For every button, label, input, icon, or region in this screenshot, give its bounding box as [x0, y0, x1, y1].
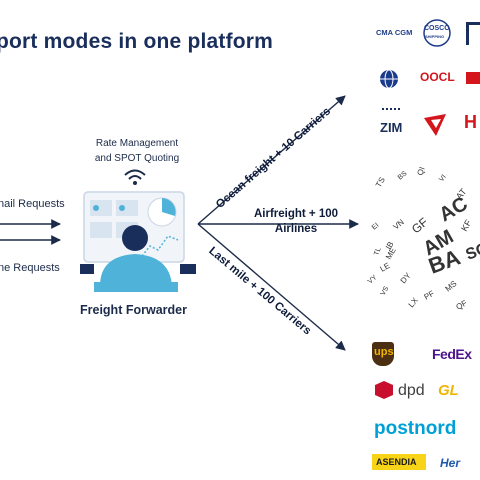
airline-code: TS [374, 176, 387, 189]
ups-shield-icon [372, 342, 394, 366]
zim-dots [382, 108, 400, 116]
airline-code: PF [423, 289, 436, 302]
fedex-logo: FedEx [432, 346, 472, 362]
airline-code: LE [379, 261, 392, 274]
hermes-logo: Her [440, 456, 461, 470]
hmm-logo: H [464, 112, 477, 132]
oocl-logo: OOCL [420, 70, 455, 84]
red-chevron-carrier-logo [424, 114, 446, 136]
airline-code: LX [407, 295, 421, 309]
cosco-logo: COSCO [424, 25, 450, 32]
air-route-line-2: Airlines [274, 223, 318, 235]
airline-code: QI [415, 166, 426, 177]
rate-line-1: Rate Management [95, 138, 179, 149]
airline-code: VI [438, 174, 448, 184]
forwarder-illustration [80, 191, 196, 292]
rate-line-2: and SPOT Quoting [94, 153, 180, 164]
email-requests-label: nail Requests [0, 198, 65, 210]
airline-code: DY [399, 270, 413, 285]
ocean-arrow [197, 95, 346, 225]
cosco-logo-mark [423, 19, 451, 47]
lastmile-arrow [197, 223, 346, 351]
gls-logo: GL [438, 382, 459, 399]
asendia-logo: ASENDIA [376, 457, 417, 467]
wifi-icon [124, 169, 146, 185]
airline-code: BS [397, 170, 409, 182]
airline-code: TL [373, 247, 382, 257]
ocean-carrier-partial-logo [466, 22, 480, 45]
airline-code: IB [384, 240, 396, 251]
ocean-carrier-logos: CMA CGM COSCO SHIPPING OOCL ZIM H [372, 14, 480, 154]
cosco-shipping-text: SHIPPING [425, 34, 445, 39]
airline-code: MS [444, 279, 459, 294]
ocean-carrier-partial-logo-2 [466, 72, 480, 84]
air-route-label: Airfreight + 100 Airlines [226, 207, 366, 237]
online-requests-label: ne Requests [0, 262, 60, 274]
dpd-logo: dpd [398, 382, 425, 399]
zim-logo: ZIM [380, 120, 403, 135]
airline-code: VY [367, 274, 379, 286]
airline-code: VS [380, 285, 391, 297]
rate-management-caption: Rate Management and SPOT Quoting [82, 136, 192, 166]
freight-forwarder-label: Freight Forwarder [80, 303, 187, 317]
airline-code: GF [409, 215, 431, 236]
airline-code: SQ [464, 240, 480, 264]
parcel-carrier-logos: ups FedEx dpd GL postnord ASENDIA Her [368, 336, 480, 480]
dpd-cube-icon [375, 381, 393, 399]
air-route-line-1: Airfreight + 100 [253, 208, 339, 220]
globe-carrier-logo [380, 69, 398, 89]
airline-code: EI [371, 222, 381, 232]
airline-code: KF [459, 218, 474, 233]
airline-code: VN [392, 217, 406, 231]
cma-cgm-logo: CMA CGM [376, 28, 413, 37]
ups-logo: ups [374, 346, 394, 358]
asendia-badge [372, 454, 426, 470]
page-title: port modes in one platform [0, 30, 274, 53]
airline-code: QF [455, 298, 469, 311]
postnord-logo: postnord [374, 418, 457, 439]
